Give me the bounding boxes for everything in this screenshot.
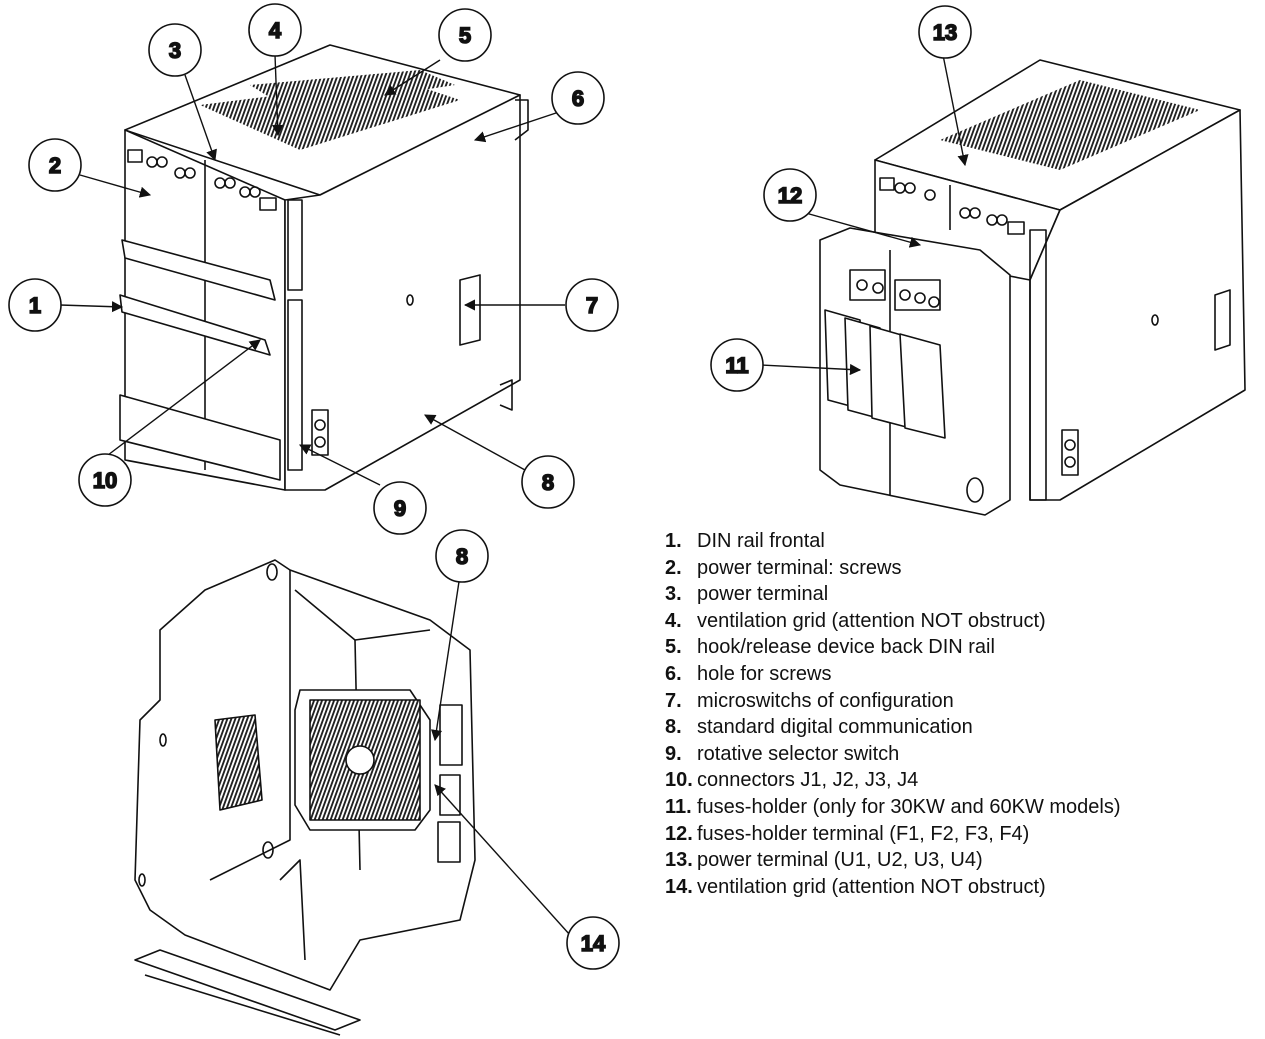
callout-13: 13 <box>918 5 972 59</box>
callout-9: 9 <box>373 481 427 535</box>
svg-text:12: 12 <box>778 183 802 208</box>
legend-item: 6. hole for screws <box>665 661 1255 688</box>
legend-text: microswitchs of configuration <box>697 689 954 712</box>
legend-text: standard digital communication <box>697 716 973 739</box>
legend-number: 10. <box>665 769 693 792</box>
legend-text: power terminal: screws <box>697 556 902 579</box>
legend-item: 7. microswitchs of configuration <box>665 688 1255 715</box>
callout-8-rear: 8 <box>435 529 489 583</box>
legend-number: 5. <box>665 636 682 659</box>
callout-7: 7 <box>565 278 619 332</box>
legend-item: 8. standard digital communication <box>665 714 1255 741</box>
legend-list: 1. DIN rail frontal 2. power terminal: scr… <box>665 528 1255 900</box>
legend-number: 6. <box>665 662 682 685</box>
legend-text: hook/release device back DIN rail <box>697 636 995 659</box>
callout-2: 2 <box>28 138 82 192</box>
legend-item: 9. rotative selector switch <box>665 741 1255 768</box>
svg-text:10: 10 <box>93 468 117 493</box>
legend-number: 3. <box>665 583 682 606</box>
legend-text: ventilation grid (attention NOT obstruct… <box>697 609 1046 632</box>
svg-text:2: 2 <box>49 153 61 178</box>
legend-text: fuses-holder terminal (F1, F2, F3, F4) <box>697 822 1030 845</box>
legend-text: connectors J1, J2, J3, J4 <box>697 769 919 792</box>
legend-number: 1. <box>665 530 682 552</box>
callout-14: 14 <box>566 916 620 970</box>
svg-text:8: 8 <box>456 544 468 569</box>
svg-text:7: 7 <box>586 293 598 318</box>
svg-text:9: 9 <box>394 496 406 521</box>
svg-text:14: 14 <box>581 931 606 956</box>
legend-item: 12.fuses-holder terminal (F1, F2, F3, F4… <box>665 821 1255 848</box>
legend-number: 7. <box>665 689 682 712</box>
legend-text: rotative selector switch <box>697 742 900 765</box>
legend-item: 10.connectors J1, J2, J3, J4 <box>665 767 1255 794</box>
svg-text:1: 1 <box>29 293 41 318</box>
legend-text: fuses-holder (only for 30KW and 60KW mod… <box>697 795 1121 818</box>
svg-text:8: 8 <box>542 470 554 495</box>
callout-11: 11 <box>710 338 764 392</box>
svg-text:11: 11 <box>725 353 748 378</box>
legend-number: 4. <box>665 609 682 632</box>
legend-number: 14. <box>665 875 693 898</box>
legend-number: 11. <box>665 795 692 818</box>
legend-number: 12. <box>665 822 693 845</box>
legend-item: 3. power terminal <box>665 581 1255 608</box>
svg-text:6: 6 <box>572 86 584 111</box>
legend-number: 8. <box>665 716 682 739</box>
callout-1: 1 <box>8 278 62 332</box>
legend-text: hole for screws <box>697 662 832 685</box>
svg-text:13: 13 <box>933 20 957 45</box>
callout-10: 10 <box>78 453 132 507</box>
callouts: 1 2 3 4 5 6 7 8 9 10 11 12 13 8 14 <box>8 3 972 970</box>
callout-8: 8 <box>521 455 575 509</box>
legend-number: 13. <box>665 849 693 872</box>
callout-6: 6 <box>551 71 605 125</box>
device-front-view <box>119 44 529 491</box>
legend-item: 11.fuses-holder (only for 30KW and 60KW … <box>665 794 1255 821</box>
device-rear-view <box>134 559 476 1036</box>
legend-item: 4. ventilation grid (attention NOT obstru… <box>665 608 1255 635</box>
legend-number: 2. <box>665 556 682 579</box>
device-fuse-view <box>819 59 1246 516</box>
legend-text: ventilation grid (attention NOT obstruct… <box>697 875 1046 898</box>
svg-text:4: 4 <box>269 18 282 43</box>
svg-text:3: 3 <box>169 38 181 63</box>
leader-lines <box>59 39 969 936</box>
legend-item: 14.ventilation grid (attention NOT obstr… <box>665 874 1255 901</box>
legend-text: power terminal <box>697 583 829 606</box>
callout-3: 3 <box>148 23 202 77</box>
callout-5: 5 <box>438 8 492 62</box>
legend-item: 1. DIN rail frontal <box>665 528 1255 555</box>
legend-item: 13.power terminal (U1, U2, U3, U4) <box>665 847 1255 874</box>
legend-item: 2. power terminal: screws <box>665 555 1255 582</box>
legend-text: power terminal (U1, U2, U3, U4) <box>697 849 983 872</box>
svg-text:5: 5 <box>459 23 471 48</box>
legend-number: 9. <box>665 742 682 765</box>
legend-item: 5. hook/release device back DIN rail <box>665 634 1255 661</box>
callout-4: 4 <box>248 3 302 57</box>
legend-text: DIN rail frontal <box>697 530 825 552</box>
callout-12: 12 <box>763 168 817 222</box>
